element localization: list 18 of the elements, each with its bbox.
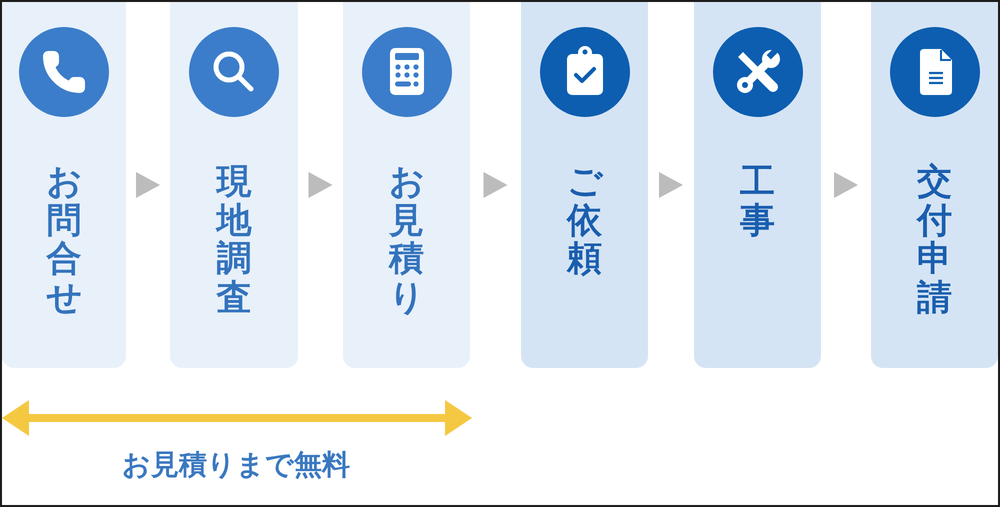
arrow [308,172,332,198]
arrow [484,172,508,198]
step-card [170,2,298,368]
arrow [834,172,858,198]
step-label: お問合せ [46,163,82,317]
step-label: お見積り [389,163,424,317]
arrow [659,172,683,198]
step-card [521,2,648,368]
step-label: 交付申請 [917,163,952,317]
step-label: ご依頼 [567,163,602,278]
step-card [343,2,470,368]
step-card [694,2,821,368]
step-label: 工事 [740,163,775,240]
arrow [136,172,160,198]
step-card [871,2,998,368]
note-text: お見積りまで無料 [122,447,350,483]
step-label: 現地調査 [216,163,252,317]
step-card [2,2,126,368]
